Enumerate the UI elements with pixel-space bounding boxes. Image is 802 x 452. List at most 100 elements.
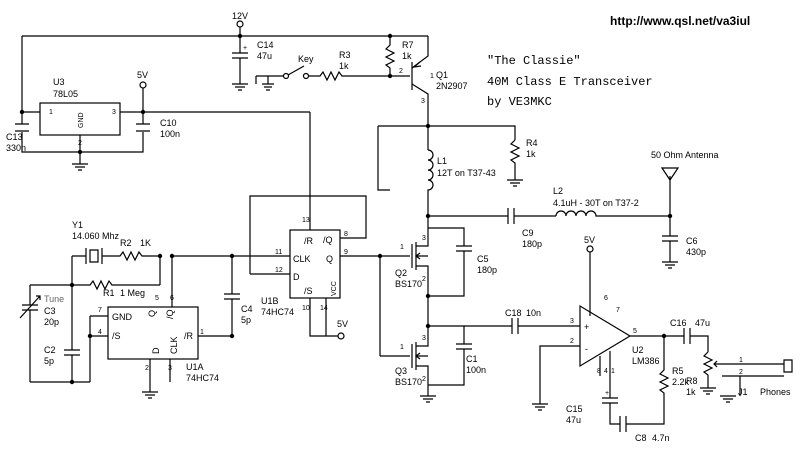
r4-resistor <box>507 139 523 187</box>
v5-label-a: 5V <box>137 70 148 80</box>
j1-connector <box>783 359 793 373</box>
q2-pin1: 1 <box>400 244 404 251</box>
c4-label: C4 <box>241 304 253 314</box>
r3-value: 1k <box>339 61 349 71</box>
u1b-d: D <box>293 272 300 282</box>
q2-part: BS170 <box>395 279 422 289</box>
u1b-pin12: 12 <box>275 267 283 274</box>
r1-resistor <box>72 256 161 291</box>
u1b-clk: CLK <box>293 254 311 264</box>
u1b-nq: /Q <box>323 235 333 245</box>
c14-label: C14 <box>257 40 274 50</box>
q1-label: Q1 <box>436 70 448 80</box>
c16-label: C16 <box>670 318 687 328</box>
v5-terminal-a <box>139 81 147 89</box>
c15-plus: + <box>605 390 609 397</box>
r4-value: 1k <box>526 149 536 159</box>
u1b-pin13: 13 <box>302 217 310 224</box>
c9-label: C9 <box>522 228 534 238</box>
v12-rail <box>21 27 428 112</box>
u1a-nq: /Q <box>165 309 175 319</box>
c6-value: 430p <box>686 247 706 257</box>
c15-capacitor <box>602 376 620 425</box>
r2-value: 1K <box>140 238 151 248</box>
v5-terminal-b <box>337 332 345 340</box>
l1-inductor <box>427 149 434 216</box>
q3-ground <box>420 395 436 403</box>
r5-label: R5 <box>672 366 684 376</box>
c4-capacitor <box>224 256 240 336</box>
q3-mosfet <box>380 326 429 396</box>
u1a-pin1: 1 <box>200 329 204 336</box>
r1-label: R1 <box>103 288 115 298</box>
u1a-pin4: 4 <box>98 329 102 336</box>
u1a-clk: CLK <box>169 336 179 354</box>
q1-transistor <box>390 36 429 126</box>
q2-mosfet <box>380 228 429 296</box>
u2-amplifier <box>579 304 632 368</box>
c16-capacitor <box>683 328 691 344</box>
c8-label: C8 <box>635 433 647 443</box>
r5-value: 2.2k <box>672 377 690 387</box>
u2-pin1: 1 <box>611 368 615 375</box>
u1b-pin11: 11 <box>275 249 282 256</box>
c18-capacitor <box>511 318 519 334</box>
q1-pin1: 1 <box>430 73 434 80</box>
q3-label: Q3 <box>395 366 407 376</box>
c9-value: 180p <box>522 239 542 249</box>
u3-ground <box>72 163 88 171</box>
u1a-q: Q <box>147 310 157 317</box>
u1b-label: U1B <box>261 296 279 306</box>
l1-value: 12T on T37-43 <box>437 168 496 178</box>
c2-label: C2 <box>44 345 56 355</box>
q3-part: BS170 <box>395 377 422 387</box>
u1b-pin8: 8 <box>344 231 348 238</box>
q2-label: Q2 <box>395 268 407 278</box>
u1b-pin9: 9 <box>344 249 348 256</box>
r5-resistor <box>658 336 670 396</box>
c14-capacitor: + <box>232 36 248 91</box>
u2-pin4: 4 <box>604 368 608 375</box>
u2-pin5: 5 <box>633 328 637 335</box>
key-switch[interactable] <box>287 65 305 76</box>
r8-value: 1k <box>686 387 696 397</box>
u1a-d: D <box>151 347 161 354</box>
c3-tune: Tune <box>44 294 64 304</box>
key-label: Key <box>298 54 314 64</box>
c2-value: 5p <box>44 356 54 366</box>
c1-value: 100n <box>466 365 486 375</box>
r7-label: R7 <box>402 40 414 50</box>
c5-label: C5 <box>477 254 489 264</box>
j1-label: J1 <box>738 387 748 397</box>
j1-pin2: 2 <box>739 369 743 376</box>
c2-capacitor <box>30 285 90 383</box>
y1-value: 14.060 Mhz <box>72 231 120 241</box>
c14-plus: + <box>243 45 247 52</box>
q1-part: 2N2907 <box>436 81 468 91</box>
u3-gnd: GND <box>78 112 85 128</box>
u3-pin1: 1 <box>49 109 53 116</box>
u1b-q: Q <box>326 254 333 264</box>
r8-label: R8 <box>686 376 698 386</box>
q3-pin2: 2 <box>422 376 426 383</box>
r4-label: R4 <box>526 138 538 148</box>
u1a-part: 74HC74 <box>186 373 219 383</box>
v5-label-b: 5V <box>337 319 348 329</box>
u1b-r: /R <box>304 236 314 246</box>
c13-label: C13 <box>6 132 23 142</box>
q2-pin2: 2 <box>422 276 426 283</box>
source-url: http://www.qsl.net/va3iul <box>610 14 750 28</box>
key-contact-a <box>282 72 290 80</box>
y1-crystal <box>85 248 103 264</box>
c14-value: 47u <box>257 51 272 61</box>
antenna-symbol <box>660 167 680 182</box>
u1b-pin14: 14 <box>320 305 328 312</box>
u3-regulator <box>39 102 121 136</box>
c1-label: C1 <box>466 354 478 364</box>
u1a-gnd: GND <box>112 312 133 322</box>
title-line-2: 40M Class E Transceiver <box>487 75 653 89</box>
u1b-part: 74HC74 <box>261 307 294 317</box>
c13-value: 330n <box>6 143 26 153</box>
r3-resistor <box>308 70 390 82</box>
